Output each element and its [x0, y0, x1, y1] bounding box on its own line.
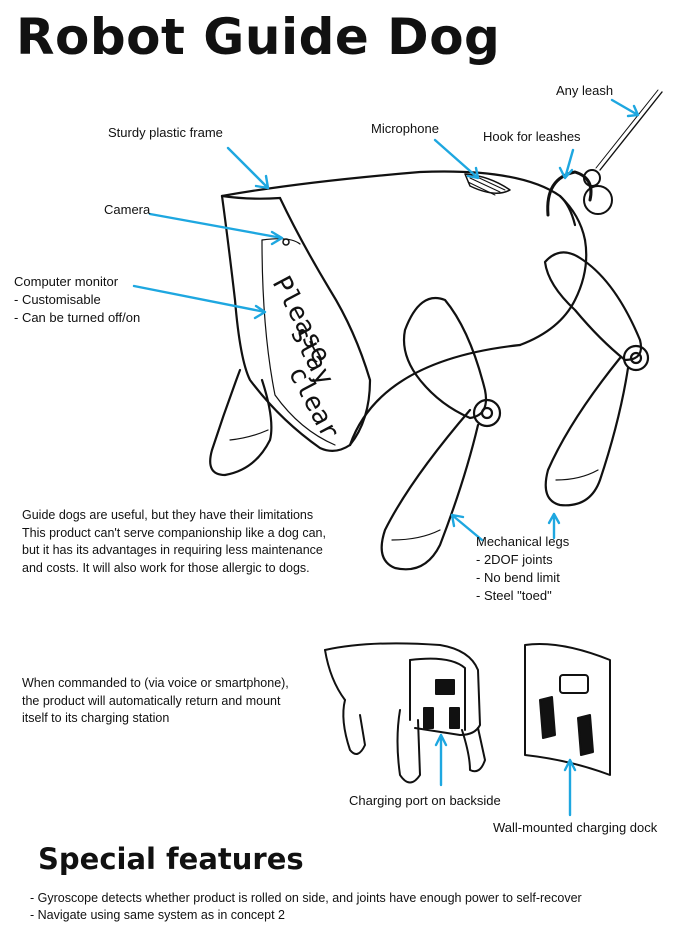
label-microphone: Microphone: [371, 121, 439, 136]
label-legs-1: - 2DOF joints: [476, 552, 553, 567]
label-legs-2: - No bend limit: [476, 570, 560, 585]
charging-line: the product will automatically return an…: [22, 693, 281, 708]
label-camera: Camera: [104, 202, 151, 217]
label-monitor-1: - Customisable: [14, 292, 101, 307]
label-charging-port: Charging port on backside: [349, 793, 501, 808]
description-paragraph: Guide dogs are useful, but they have the…: [22, 507, 326, 577]
charging-line: itself to its charging station: [22, 711, 170, 725]
description-line: but it has its advantages in requiring l…: [22, 543, 323, 557]
description-line: and costs. It will also work for those a…: [22, 560, 310, 575]
label-any-leash: Any leash: [556, 83, 614, 98]
description-line: This product can't serve companionship l…: [22, 525, 326, 540]
label-wall-dock: Wall-mounted charging dock: [493, 820, 658, 835]
label-sturdy-frame: Sturdy plastic frame: [108, 125, 223, 140]
charging-line: When commanded to (via voice or smartpho…: [22, 676, 289, 690]
page-title: Robot Guide Dog: [16, 8, 501, 66]
special-features-heading: Special features: [38, 842, 304, 876]
feature-item: - Navigate using same system as in conce…: [30, 908, 285, 922]
label-monitor-title: Computer monitor: [14, 274, 119, 289]
label-legs-3: - Steel "toed": [476, 588, 552, 603]
label-legs-title: Mechanical legs: [476, 534, 570, 549]
feature-item: - Gyroscope detects whether product is r…: [30, 891, 582, 905]
charging-paragraph: When commanded to (via voice or smartpho…: [22, 675, 289, 728]
label-hook: Hook for leashes: [483, 129, 581, 144]
label-monitor-2: - Can be turned off/on: [14, 310, 141, 325]
description-line: Guide dogs are useful, but they have the…: [22, 508, 314, 522]
